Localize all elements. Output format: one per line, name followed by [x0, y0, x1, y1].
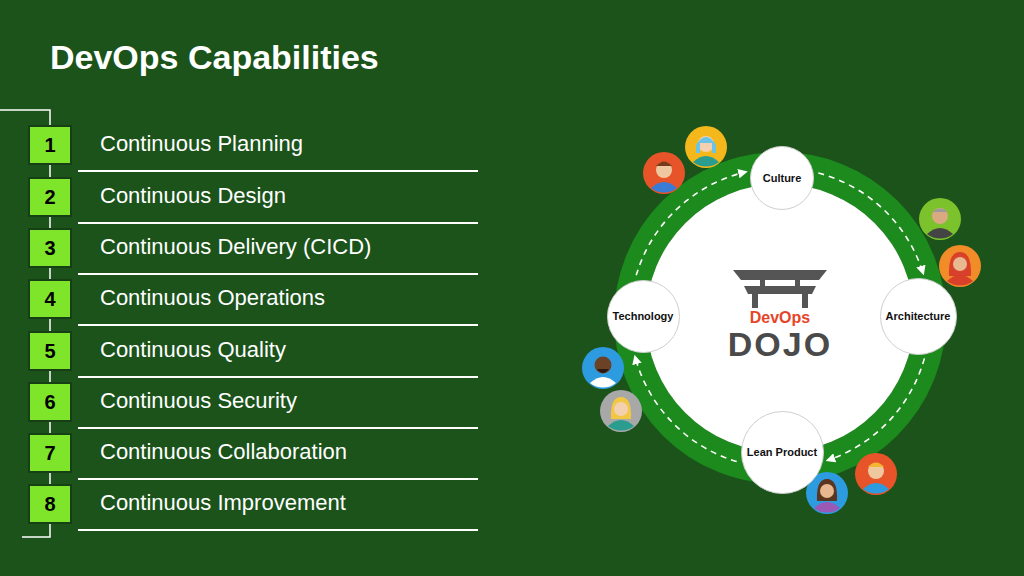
number-badge: 5: [28, 331, 72, 371]
pillar-circle: Culture: [750, 146, 814, 210]
pillar-label: Technology: [613, 310, 674, 323]
row-underline: [78, 376, 478, 378]
logo-word: DevOps: [645, 309, 915, 327]
number-badge: 3: [28, 228, 72, 268]
capability-row: 8 Continuous Improvement: [28, 484, 478, 535]
capability-label: Continuous Planning: [100, 131, 303, 157]
capability-row: 4 Continuous Operations: [28, 279, 478, 330]
capability-row: 2 Continuous Design: [28, 177, 478, 228]
capability-row: 1 Continuous Planning: [28, 125, 478, 176]
number-badge: 4: [28, 279, 72, 319]
cycle-arrow: [818, 173, 923, 273]
number-badge: 2: [28, 177, 72, 217]
cycle-arrow: [828, 358, 925, 460]
pillar-label: Architecture: [886, 310, 951, 323]
capability-row: 5 Continuous Quality: [28, 331, 478, 382]
row-underline: [78, 427, 478, 429]
cycle-arrow: [635, 357, 737, 462]
capability-label: Continuous Operations: [100, 285, 325, 311]
logo-wordmark: DOJO: [645, 325, 915, 364]
capability-label: Continuous Collaboration: [100, 439, 347, 465]
number-badge: 8: [28, 484, 72, 524]
dojo-center: DevOpsDOJO: [645, 183, 915, 453]
slide-title: DevOps Capabilities: [50, 38, 379, 77]
people-avatars: [582, 126, 981, 514]
row-underline: [78, 170, 478, 172]
capability-label: Continuous Delivery (CICD): [100, 234, 371, 260]
capability-row: 3 Continuous Delivery (CICD): [28, 228, 478, 279]
row-underline: [78, 478, 478, 480]
number-badge: 7: [28, 433, 72, 473]
capability-row: 6 Continuous Security: [28, 382, 478, 433]
pillar-circle: Technology: [607, 280, 680, 353]
row-underline: [78, 324, 478, 326]
capability-row: 7 Continuous Collaboration: [28, 433, 478, 484]
capability-label: Continuous Security: [100, 388, 297, 414]
number-badge: 1: [28, 125, 72, 165]
row-underline: [78, 222, 478, 224]
capability-label: Continuous Improvement: [100, 490, 346, 516]
pillar-circle: Architecture: [880, 278, 957, 355]
capability-label: Continuous Design: [100, 183, 286, 209]
capability-label: Continuous Quality: [100, 337, 286, 363]
dojo-gate: [733, 270, 827, 308]
row-underline: [78, 529, 478, 531]
cycle-arrow: [636, 172, 746, 275]
number-badge: 6: [28, 382, 72, 422]
pillar-label: Culture: [763, 172, 802, 185]
pillar-label: Lean Product: [747, 446, 817, 459]
pillar-circle: Lean Product: [741, 411, 824, 494]
row-underline: [78, 273, 478, 275]
